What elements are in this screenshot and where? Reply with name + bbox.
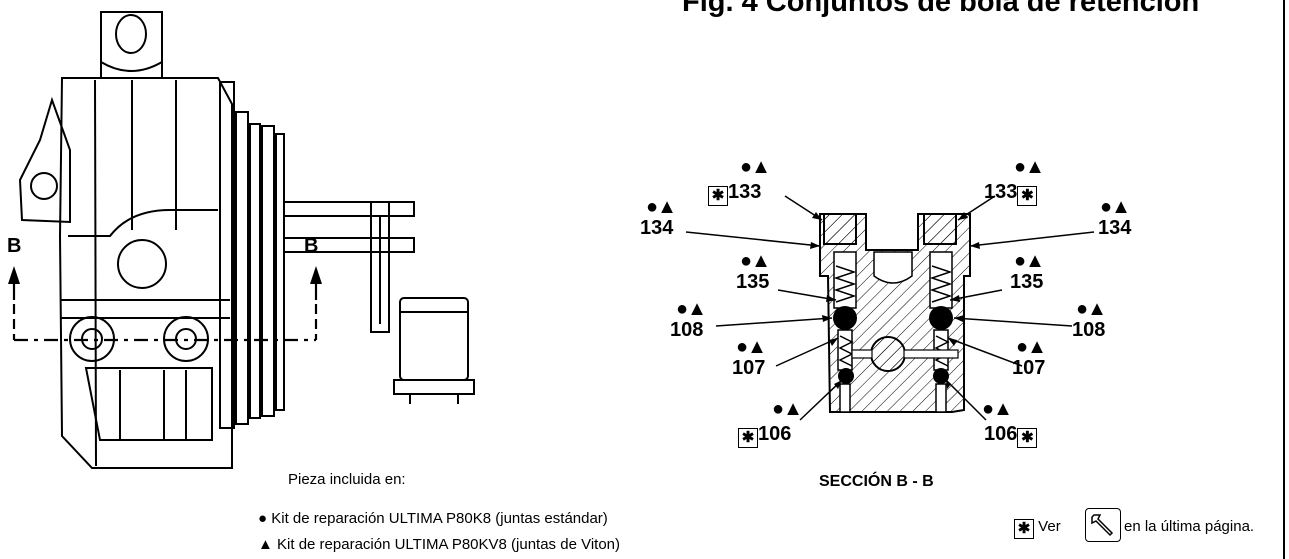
kit-symbols: ●▲ [1100,196,1131,218]
legend-heading: Pieza incluida en: [288,471,406,488]
section-b-b-drawing [819,213,971,413]
section-marker-right: B [304,235,319,257]
kit-symbols: ●▲ [740,156,771,178]
part-label-106-right: 106✱ [984,424,1038,448]
note-post: en la última página. [1124,518,1255,535]
kit-symbols: ●▲ [982,398,1013,420]
part-label-134-right: 134 [1098,217,1132,239]
star-box-icon: ✱ [1017,186,1038,206]
frame-border [1283,0,1285,559]
legend-item-2: ▲ Kit de reparación ULTIMA P80KV8 (junta… [258,536,620,553]
kit-symbols: ●▲ [676,298,707,320]
part-label-108-right: 108 [1072,319,1106,341]
kit-symbols: ●▲ [1016,336,1047,358]
kit-symbols: ●▲ [1076,298,1107,320]
part-label-108-left: 108 [670,319,704,341]
star-box-icon: ✱ [1017,428,1038,448]
kit-symbols: ●▲ [772,398,803,420]
leader-arrows [810,212,980,389]
section-label: SECCIÓN B - B [819,473,934,490]
part-label-134-left: 134 [640,217,674,239]
part-label-133-left: ✱133 [708,182,761,206]
dot-icon: ● [258,510,268,527]
part-label-135-right: 135 [1010,271,1044,293]
section-line [8,266,322,342]
note: ✱ Ver [1014,518,1061,539]
wrench-icon [1085,508,1121,542]
kit-symbols: ●▲ [1014,156,1045,178]
star-box-icon: ✱ [738,428,758,448]
pump-side-view [18,11,475,469]
star-box-icon: ✱ [708,186,728,206]
legend-item-1-text: Kit de reparación ULTIMA P80K8 (juntas e… [271,510,608,527]
star-box-icon: ✱ [1014,519,1034,539]
triangle-icon: ▲ [258,536,273,553]
figure-title: Fig. 4 Conjuntos de bola de retención [682,0,1200,18]
kit-symbols: ●▲ [740,250,771,272]
part-label-107-left: 107 [732,357,766,379]
section-marker-left: B [7,235,22,257]
part-label-133-right: 133✱ [984,182,1038,206]
part-label-106-left: ✱106 [738,424,791,448]
kit-symbols: ●▲ [646,196,677,218]
part-label-107-right: 107 [1012,357,1046,379]
kit-symbols: ●▲ [736,336,767,358]
kit-symbols: ●▲ [1014,250,1045,272]
legend-item-2-text: Kit de reparación ULTIMA P80KV8 (juntas … [277,536,620,553]
note-pre: Ver [1038,518,1061,535]
legend-item-1: ● Kit de reparación ULTIMA P80K8 (juntas… [258,510,608,527]
part-label-135-left: 135 [736,271,770,293]
